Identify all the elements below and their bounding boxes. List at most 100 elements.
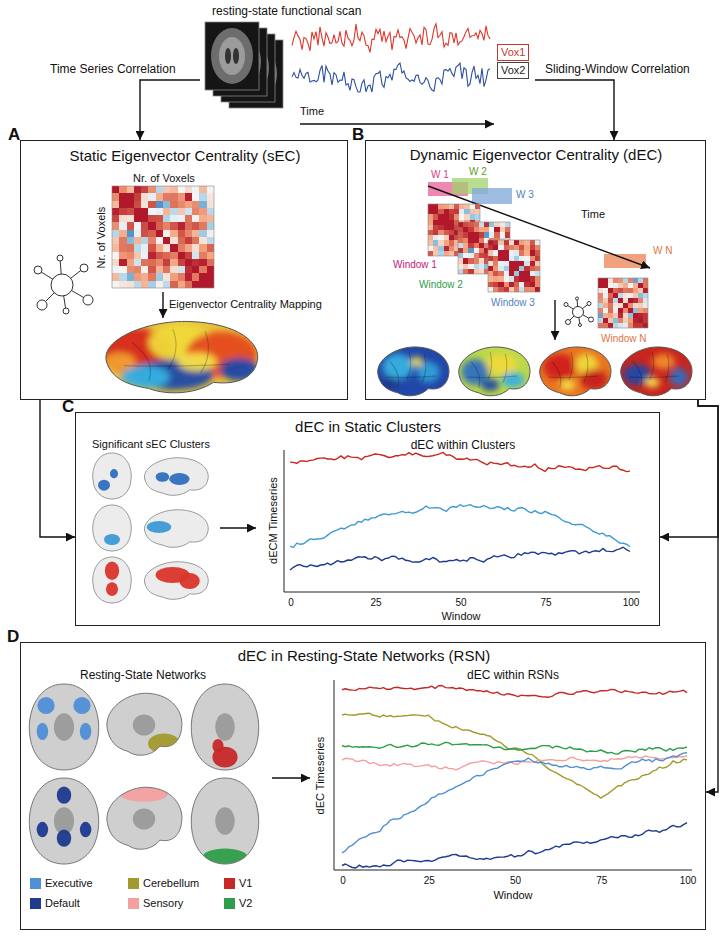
matrix-cell xyxy=(163,266,171,274)
matrix-cell xyxy=(514,287,520,293)
activation-blob xyxy=(110,469,118,478)
matrix-cell xyxy=(509,276,515,282)
matrix-cell xyxy=(185,266,193,274)
matrix-cell xyxy=(618,313,623,318)
sulcus xyxy=(467,376,516,377)
matrix-cell xyxy=(464,209,470,215)
matrix-cell xyxy=(519,271,525,277)
matrix-cell xyxy=(638,318,643,323)
matrix-cell xyxy=(498,276,504,282)
matrix-cell xyxy=(454,214,460,220)
activation-blob xyxy=(215,807,235,835)
matrix-cell xyxy=(192,244,200,252)
network-node xyxy=(37,300,47,310)
matrix-cell xyxy=(628,288,633,293)
matrix-cell xyxy=(613,308,618,313)
brain-outline xyxy=(191,684,258,770)
brain-outline xyxy=(93,505,132,551)
matrix-cell xyxy=(134,215,142,223)
brain-shape xyxy=(144,510,208,548)
matrix-cell xyxy=(633,298,638,303)
matrix-cell xyxy=(148,215,156,223)
legend-label: Executive xyxy=(45,877,93,890)
matrix-cell xyxy=(156,266,164,274)
matrix-cell xyxy=(112,208,120,216)
matrix-cell xyxy=(603,283,608,288)
matrix-cell xyxy=(127,186,135,194)
matrix-cell xyxy=(134,193,142,201)
matrix-cell xyxy=(530,282,536,288)
matrix-cell xyxy=(119,201,127,209)
matrix-cell xyxy=(148,193,156,201)
matrix-cell xyxy=(608,318,613,323)
matrix-cell xyxy=(628,313,633,318)
matrix-cell xyxy=(449,204,455,210)
matrix-cell xyxy=(535,240,541,246)
sulcus xyxy=(633,362,642,388)
matrix-cell xyxy=(178,222,186,230)
matrix-cell xyxy=(468,264,474,270)
matrix-cell xyxy=(170,244,178,252)
matrix-cell xyxy=(163,201,171,209)
matrix-cell xyxy=(468,253,474,259)
panel-box: AStatic Eigenvector Centrality (sEC)Nr. … xyxy=(20,140,348,400)
matrix-cell xyxy=(613,323,618,328)
matrix-cell xyxy=(608,323,613,328)
matrix-cell xyxy=(598,298,603,303)
matrix-cell xyxy=(192,222,200,230)
voxel-timeseries xyxy=(292,63,490,92)
matrix-cell xyxy=(112,259,120,267)
matrix-cell xyxy=(488,266,494,272)
brain-shape xyxy=(621,347,692,396)
matrix-cell xyxy=(170,259,178,267)
axis-label: Time xyxy=(581,208,605,221)
matrix-cell xyxy=(643,288,648,293)
axis-label: dECM Timeseries xyxy=(266,478,279,565)
brain-shape xyxy=(191,684,258,770)
activation-blob xyxy=(98,480,110,491)
matrix-cell xyxy=(470,209,476,215)
matrix-cell xyxy=(207,281,215,289)
matrix-cell xyxy=(428,209,434,215)
matrix-cell xyxy=(112,252,120,260)
panel-box: DdEC in Resting-State Networks (RSN)Rest… xyxy=(20,642,706,930)
matrix-cell xyxy=(127,222,135,230)
matrix-cell xyxy=(119,252,127,260)
matrix-cell xyxy=(449,251,455,257)
matrix-frame xyxy=(598,278,648,328)
matrix-cell xyxy=(112,266,120,274)
matrix-cell xyxy=(603,318,608,323)
brain-map xyxy=(105,562,119,597)
matrix-cell xyxy=(438,214,444,220)
brain-map xyxy=(203,807,248,865)
matrix-cell xyxy=(178,259,186,267)
matrix-cell xyxy=(170,215,178,223)
axis-label: Nr. of Voxels xyxy=(95,207,108,269)
matrix-cell xyxy=(148,237,156,245)
matrix-cell xyxy=(438,251,444,257)
matrix-cell xyxy=(633,278,638,283)
matrix-cell xyxy=(163,273,171,281)
matrix-cell xyxy=(207,222,215,230)
matrix-cell xyxy=(638,283,643,288)
matrix-cell xyxy=(514,250,520,256)
scan-tissue xyxy=(219,37,245,75)
matrix-cell xyxy=(514,282,520,288)
matrix-cell xyxy=(474,258,480,264)
matrix-cell xyxy=(463,238,469,244)
legend-swatch xyxy=(30,898,41,909)
matrix-cell xyxy=(119,281,127,289)
matrix-cell xyxy=(613,313,618,318)
brain-shape xyxy=(93,557,132,603)
matrix-cell xyxy=(509,261,515,267)
matrix-cell xyxy=(454,209,460,215)
matrix-cell xyxy=(463,243,469,249)
sulcus xyxy=(665,354,669,383)
sulcus xyxy=(422,354,426,383)
matrix-cell xyxy=(163,186,171,194)
matrix-cell xyxy=(603,293,608,298)
brain-map xyxy=(133,714,180,753)
matrix-cell xyxy=(484,227,490,233)
brain-shape xyxy=(107,693,182,755)
matrix-cell xyxy=(112,193,120,201)
